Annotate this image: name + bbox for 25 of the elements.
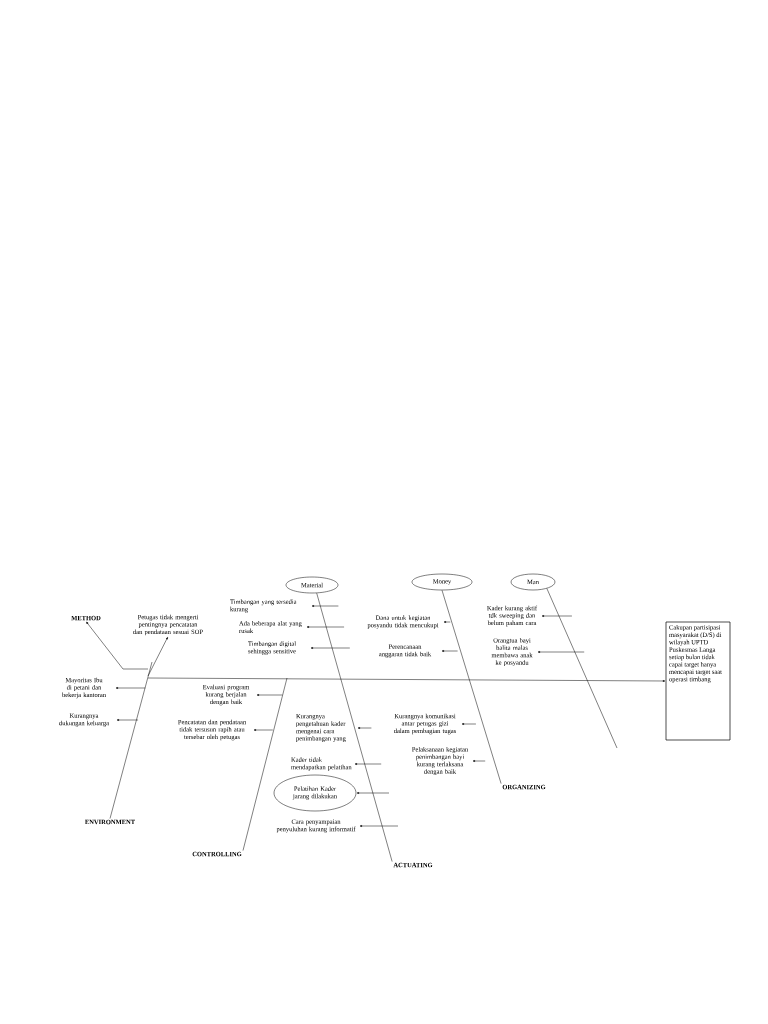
cause-arrow	[253, 729, 274, 731]
cause-arrow	[310, 647, 351, 649]
cause-arrow	[115, 687, 146, 689]
spine-arrow	[147, 677, 666, 682]
cause-arrow	[306, 626, 345, 628]
cause-arrow	[359, 825, 399, 827]
cause-arrow	[461, 723, 477, 725]
cause-arrow	[357, 727, 372, 729]
cause-arrow	[472, 760, 486, 762]
bone-line	[109, 661, 153, 819]
arrow	[147, 637, 168, 677]
cause-arrow	[116, 719, 139, 721]
cause-arrow	[441, 650, 458, 652]
cause-arrow	[311, 605, 339, 607]
cause-arrow	[541, 615, 573, 617]
arrow	[86, 621, 149, 670]
cause-arrow	[443, 621, 451, 623]
cause-arrow	[354, 763, 382, 765]
bone-line	[316, 592, 393, 862]
bone-line	[441, 590, 502, 784]
cause-arrow	[356, 792, 390, 794]
cause-arrow	[537, 651, 585, 653]
bone-line	[546, 588, 618, 749]
cause-arrow	[256, 694, 283, 696]
bone-line	[242, 677, 288, 851]
